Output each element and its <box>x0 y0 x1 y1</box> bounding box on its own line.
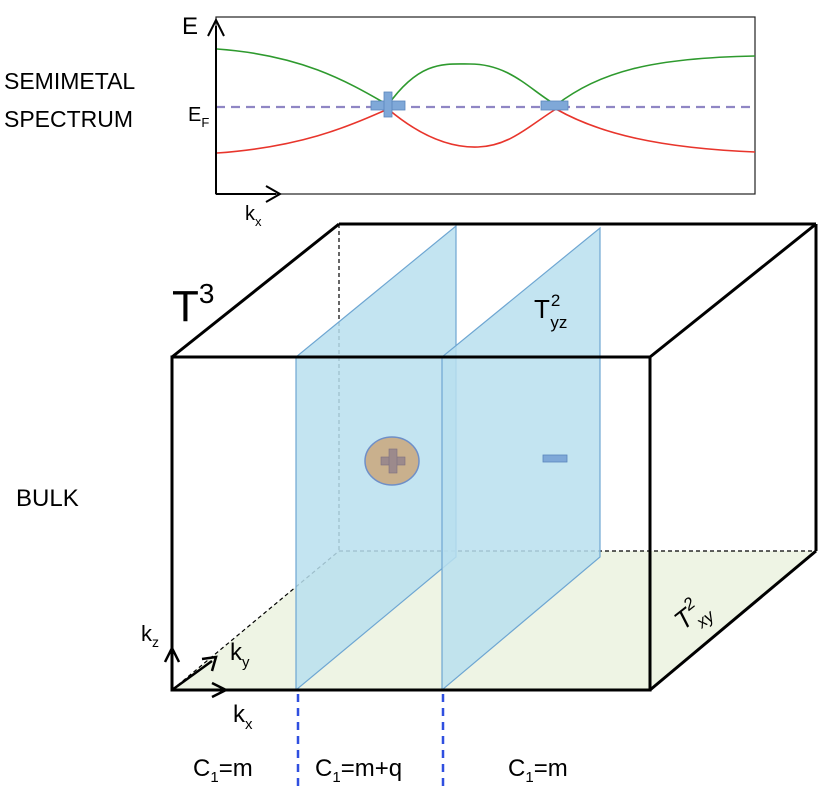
yz-plane-right <box>441 226 601 692</box>
torus-t3-label: T3 <box>172 278 214 331</box>
ky-axis-label: ky <box>230 639 250 671</box>
spectrum-title-line1: SEMIMETAL <box>4 68 135 94</box>
bulk-node-plus <box>364 436 420 486</box>
chern-label-right: C1=m <box>508 755 568 786</box>
kx-axis-label: kx <box>233 701 253 733</box>
ky-axis <box>171 659 213 692</box>
spectrum-node-plus <box>370 91 406 118</box>
kx-axis-spectrum-arrowhead <box>265 185 283 203</box>
kx-axis-arrowhead <box>211 681 229 699</box>
chern-label-left: C1=m <box>193 755 253 786</box>
hidden-edge-left-bottom <box>171 550 340 691</box>
upper-band-curve <box>216 48 756 107</box>
lower-band-curve <box>216 108 756 154</box>
spectrum-node-minus <box>540 100 569 111</box>
spectrum-kx-label: kx <box>245 203 262 229</box>
chern-number-regions: C1=m C1=m+q C1=m <box>193 694 568 790</box>
kz-axis-arrowhead <box>163 645 181 663</box>
minus-charge <box>542 454 568 463</box>
spectrum-panel: E EF kx SEMIMETAL SPECTRUM <box>4 13 756 229</box>
ky-axis-arrowhead <box>201 655 218 672</box>
kz-axis-label: kz <box>141 621 159 650</box>
energy-axis-arrowhead <box>207 17 225 37</box>
spectrum-frame <box>215 16 756 195</box>
cube-edge-right-bottom <box>649 549 817 692</box>
cube-edge-left-top <box>171 222 340 359</box>
energy-axis-label: E <box>182 13 198 40</box>
bulk-section-label: BULK <box>16 485 79 512</box>
cube-front-face <box>170 355 652 692</box>
plus-sign-vertical <box>388 448 398 474</box>
spectrum-title-line2: SPECTRUM <box>4 106 133 132</box>
cube-edge-right-top <box>649 222 817 359</box>
chern-label-middle: C1=m+q <box>315 755 402 786</box>
fermi-level-label: EF <box>188 104 209 130</box>
